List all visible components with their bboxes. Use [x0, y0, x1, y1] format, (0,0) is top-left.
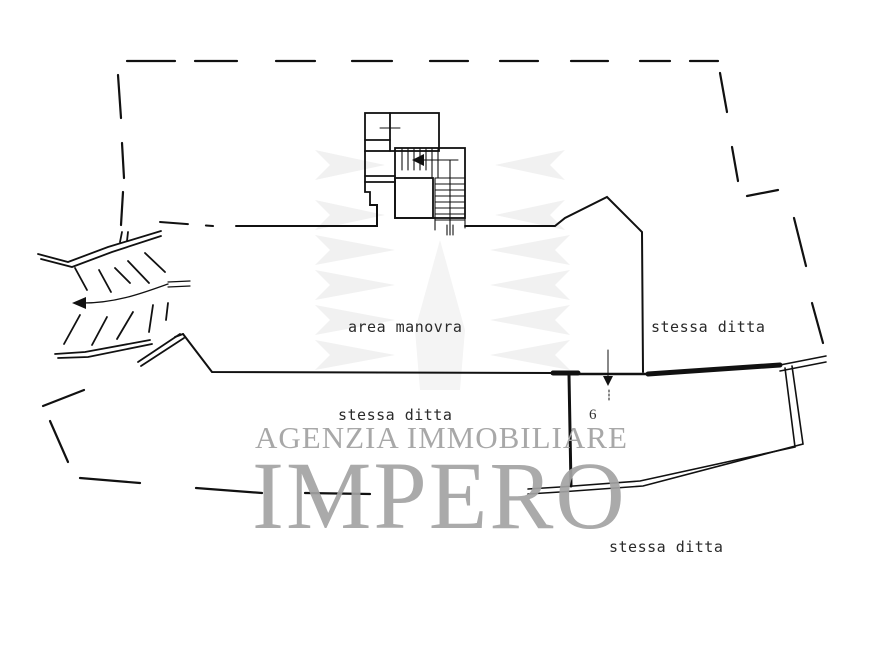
ramp-arrow-icon [72, 297, 86, 309]
same-company-bottom-label: stessa ditta [609, 538, 724, 556]
maneuver-area-walls [159, 195, 644, 374]
maneuver-area-label: area manovra [348, 318, 463, 336]
watermark-brand-line: IMPERO [252, 442, 627, 549]
property-boundary-dashed [41, 59, 825, 496]
stair-arrow-icon [412, 154, 424, 166]
same-company-right-label: stessa ditta [651, 318, 766, 336]
same-company-center-label: stessa ditta [338, 406, 453, 424]
thick-wall [550, 362, 783, 377]
watermark-agency-line: AGENZIA IMMOBILIARE [255, 420, 628, 455]
stair-block [364, 112, 466, 236]
right-room-double-wall [527, 355, 827, 495]
watermark-logo-icon [315, 150, 570, 390]
dimension-marker: 6 [589, 407, 597, 423]
entrance-ramp [37, 230, 191, 367]
plan-lines [37, 59, 827, 496]
